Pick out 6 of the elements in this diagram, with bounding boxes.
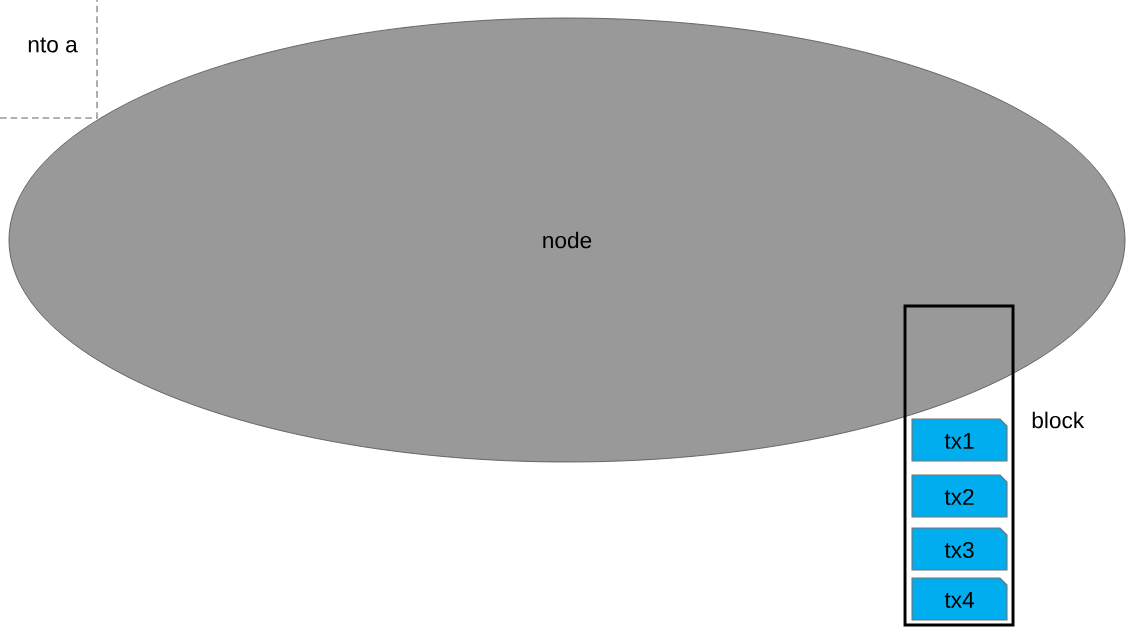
node-label: block: [1032, 411, 1085, 429]
tx-box: tx3: [911, 527, 1008, 571]
tx-box: tx1: [911, 418, 1008, 462]
tx-box: tx4: [911, 577, 1008, 621]
note-box: nto a: [0, 0, 98, 119]
tx-box: tx2: [911, 474, 1008, 518]
